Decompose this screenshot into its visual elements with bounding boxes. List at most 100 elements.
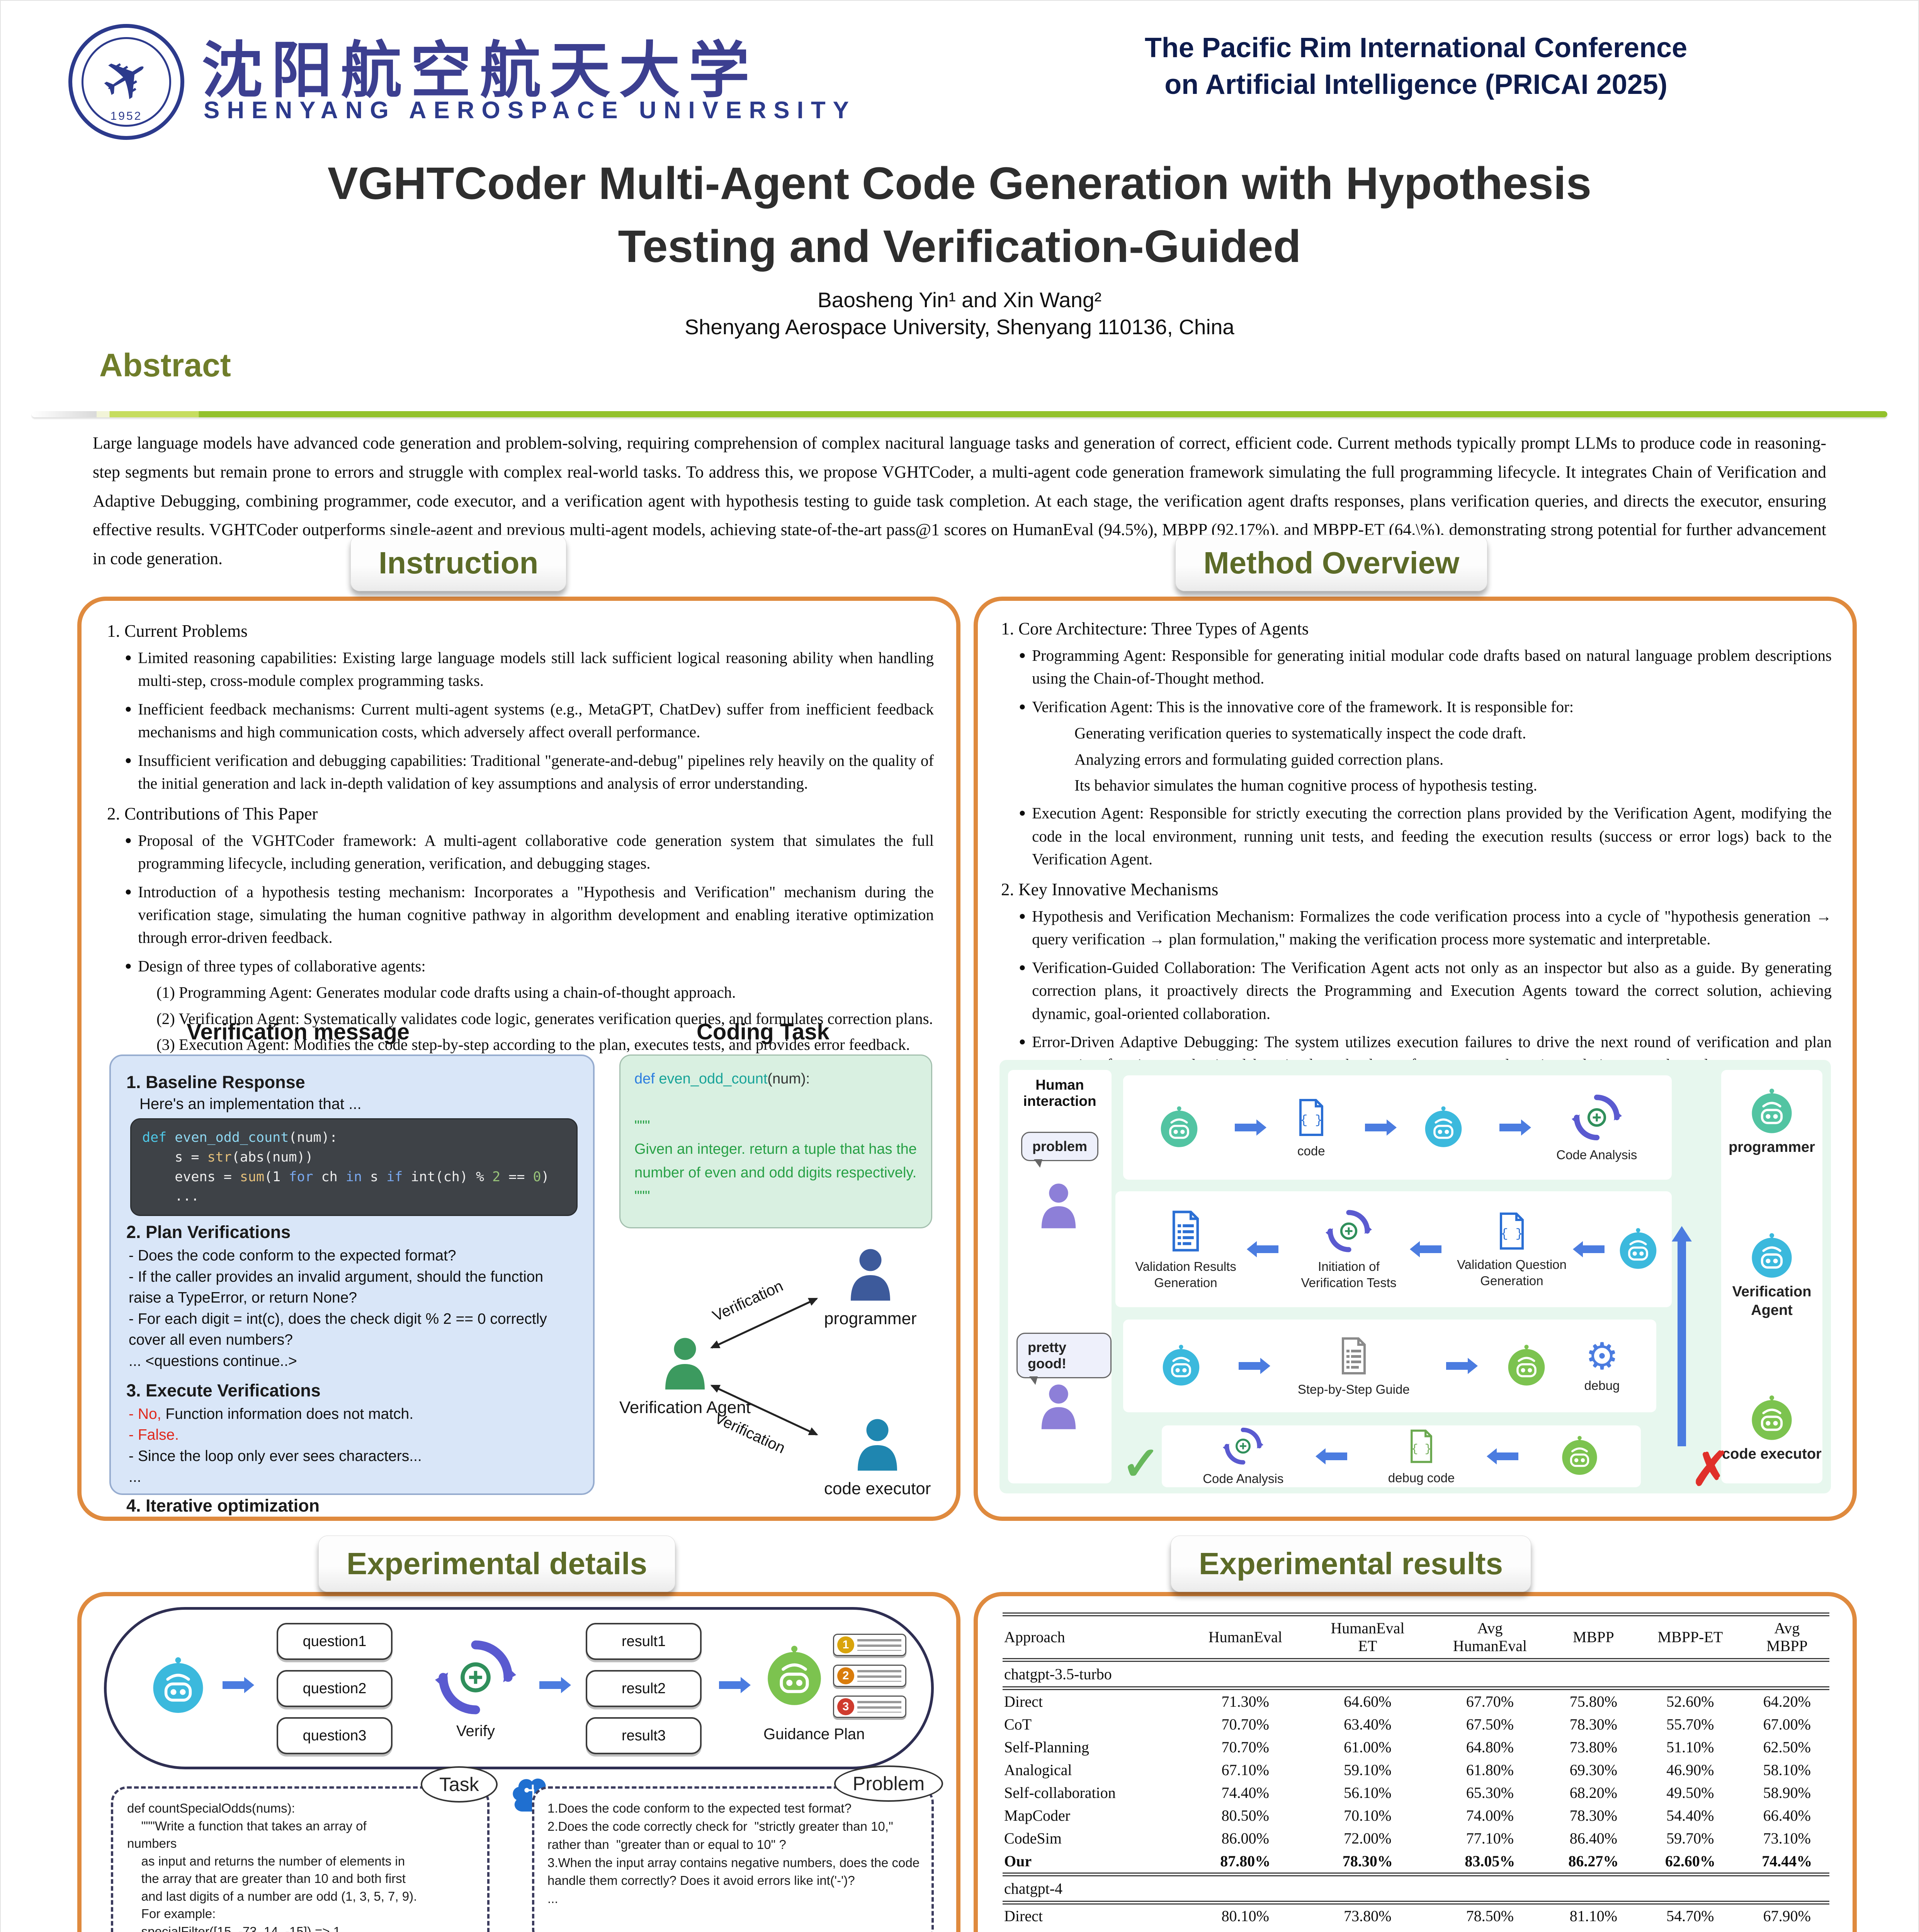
validation-results-icon	[1164, 1208, 1207, 1254]
university-name-english: SHENYANG AEROSPACE UNIVERSITY	[204, 97, 857, 124]
code-line: def countSpecialOdds(nums):	[127, 1801, 295, 1815]
arrow-right-icon	[1446, 1358, 1478, 1374]
robot-icon	[1617, 1227, 1659, 1270]
pretty-good-bubble: pretty good!	[1016, 1333, 1112, 1385]
code-line: 2.Does the code correctly check for "str…	[547, 1819, 893, 1833]
bullet-text: Verification Agent: This is the innovati…	[1032, 697, 1574, 716]
code-line: ...	[142, 1189, 199, 1204]
approach-cell: Analogical	[1004, 1761, 1072, 1779]
iterative-optimization-heading: 4. Iterative optimization	[126, 1495, 320, 1515]
affiliation: Shenyang Aerospace University, Shenyang …	[685, 315, 1234, 339]
tab-experimental-details: Experimental details	[318, 1536, 676, 1592]
bullet-dot: ●	[1019, 1035, 1026, 1048]
bullet-dot: ●	[1019, 649, 1026, 662]
human-user-icon	[1033, 1178, 1084, 1232]
arrow-left-icon	[1573, 1241, 1605, 1257]
score-cell: 49.50%	[1666, 1784, 1714, 1801]
column-header: MBPP-ET	[1636, 1612, 1745, 1660]
score-cell: 70.70%	[1221, 1738, 1269, 1756]
figure-right-title: Coding Task	[697, 1019, 829, 1044]
code-line: numbers	[127, 1836, 177, 1851]
score-cell: 77.10%	[1466, 1830, 1514, 1847]
code-analysis2-label: Code Analysis	[1203, 1471, 1284, 1486]
bullet-dot: ●	[125, 885, 132, 898]
code-line: def even_odd_count(num):	[634, 1071, 810, 1087]
human-interaction-label: Human interaction	[1023, 1077, 1096, 1109]
paper-title: VGHTCoder Multi-Agent Code Generation wi…	[1, 152, 1918, 278]
method-list: 1. Core Architecture: Three Types of Age…	[1001, 610, 1832, 1136]
code-line: rather than "greater than or equal to 10…	[547, 1837, 786, 1852]
verification-agent-person-icon	[656, 1332, 714, 1394]
score-cell: 58.10%	[1763, 1761, 1811, 1779]
university-logo-badge: ✈ 1952	[68, 24, 184, 140]
score-cell: 72.00%	[1344, 1830, 1392, 1847]
tab-experimental-results: Experimental results	[1171, 1536, 1531, 1592]
score-cell: 78.30%	[1569, 1716, 1618, 1733]
pipeline-pill: question3	[277, 1717, 393, 1754]
university-name-chinese: 沈阳航空航天大学	[202, 35, 758, 106]
wf-card-generation: code Code Analysis	[1123, 1075, 1672, 1180]
code-line: 1.Does the code conform to the expected …	[547, 1801, 852, 1815]
code-line: """Write a function that takes an array …	[127, 1818, 367, 1833]
plan-line: - If the caller provides an invalid argu…	[129, 1268, 544, 1306]
bullet-dot: ●	[1019, 700, 1026, 713]
fail-cross-icon: ✗	[1691, 1443, 1730, 1495]
score-cell: 87.80%	[1220, 1852, 1271, 1870]
code-line: evens = sum(1 for ch in s if int(ch) % 2…	[142, 1169, 549, 1185]
score-cell: 68.20%	[1569, 1784, 1618, 1801]
paper-title-line2: Testing and Verification-Guided	[618, 221, 1301, 272]
robot-icon	[1160, 1344, 1202, 1386]
bullet-item: ●Introduction of a hypothesis testing me…	[125, 881, 934, 949]
pipeline-pill: question1	[277, 1623, 393, 1660]
approach-cell: Self-collaboration	[1004, 1784, 1116, 1801]
method-overview-panel: 1. Core Architecture: Three Types of Age…	[974, 597, 1857, 1521]
score-cell: 61.80%	[1466, 1761, 1514, 1779]
score-cell: 58.90%	[1763, 1784, 1811, 1801]
guidance-chip-item: 3	[833, 1696, 906, 1718]
code-file-icon	[1292, 1096, 1331, 1139]
details-flow: def countSpecialOdds(nums): """Write a f…	[104, 1765, 943, 1932]
score-cell: 78.30%	[1342, 1852, 1393, 1870]
bullet-text: Proposal of the VGHTCoder framework: A m…	[138, 831, 934, 872]
badge-year: 1952	[110, 110, 143, 122]
step-guide-label: Step-by-Step Guide	[1297, 1382, 1410, 1396]
wf-verification-agent: Verification Agent	[1721, 1232, 1822, 1320]
score-cell: 54.40%	[1666, 1807, 1714, 1824]
authors: Baosheng Yin¹ and Xin Wang²	[818, 288, 1101, 312]
wf-programmer-robot-icon	[1749, 1088, 1795, 1134]
bullet-item: ●Proposal of the VGHTCoder framework: A …	[125, 829, 934, 875]
model-group-label: chatgpt-4	[1003, 1872, 1829, 1905]
score-cell: 63.40%	[1344, 1716, 1392, 1733]
guidance-robot-icon	[763, 1645, 825, 1706]
validation-question-label: Validation Question Generation	[1457, 1257, 1567, 1288]
conference-line1: The Pacific Rim International Conference	[1144, 32, 1688, 63]
score-cell: 81.10%	[1569, 1907, 1618, 1925]
problem-bubble: Problem	[834, 1765, 943, 1802]
plan-verification-lines: - Does the code conform to the expected …	[126, 1245, 578, 1372]
score-cell: 64.20%	[1763, 1693, 1811, 1710]
instruction-list: 1. Current Problems●Limited reasoning ca…	[107, 612, 934, 1057]
paper-title-line1: VGHTCoder Multi-Agent Code Generation wi…	[327, 158, 1592, 209]
code-executor-person-icon	[848, 1413, 906, 1475]
score-cell: 55.70%	[1666, 1716, 1714, 1733]
column-header: Approach	[1003, 1612, 1184, 1660]
problem-box: 1.Does the code conform to the expected …	[532, 1786, 934, 1932]
verification-tests-icon	[1326, 1208, 1372, 1254]
code-analysis-label: Code Analysis	[1556, 1147, 1637, 1162]
human-column: Human interaction problem pretty good!	[1008, 1070, 1112, 1483]
score-cell: 78.30%	[1569, 1807, 1618, 1824]
feedback-up-arrow	[1678, 1238, 1686, 1446]
column-header: HumanEval	[1184, 1612, 1307, 1660]
bullet-dot: ●	[1019, 961, 1026, 974]
score-cell: 80.10%	[1221, 1907, 1269, 1925]
bullet-item: ●Programming Agent: Responsible for gene…	[1019, 644, 1832, 690]
arrow-right-icon	[1235, 1119, 1267, 1136]
execute-line: - Since the loop only ever sees characte…	[129, 1447, 422, 1464]
